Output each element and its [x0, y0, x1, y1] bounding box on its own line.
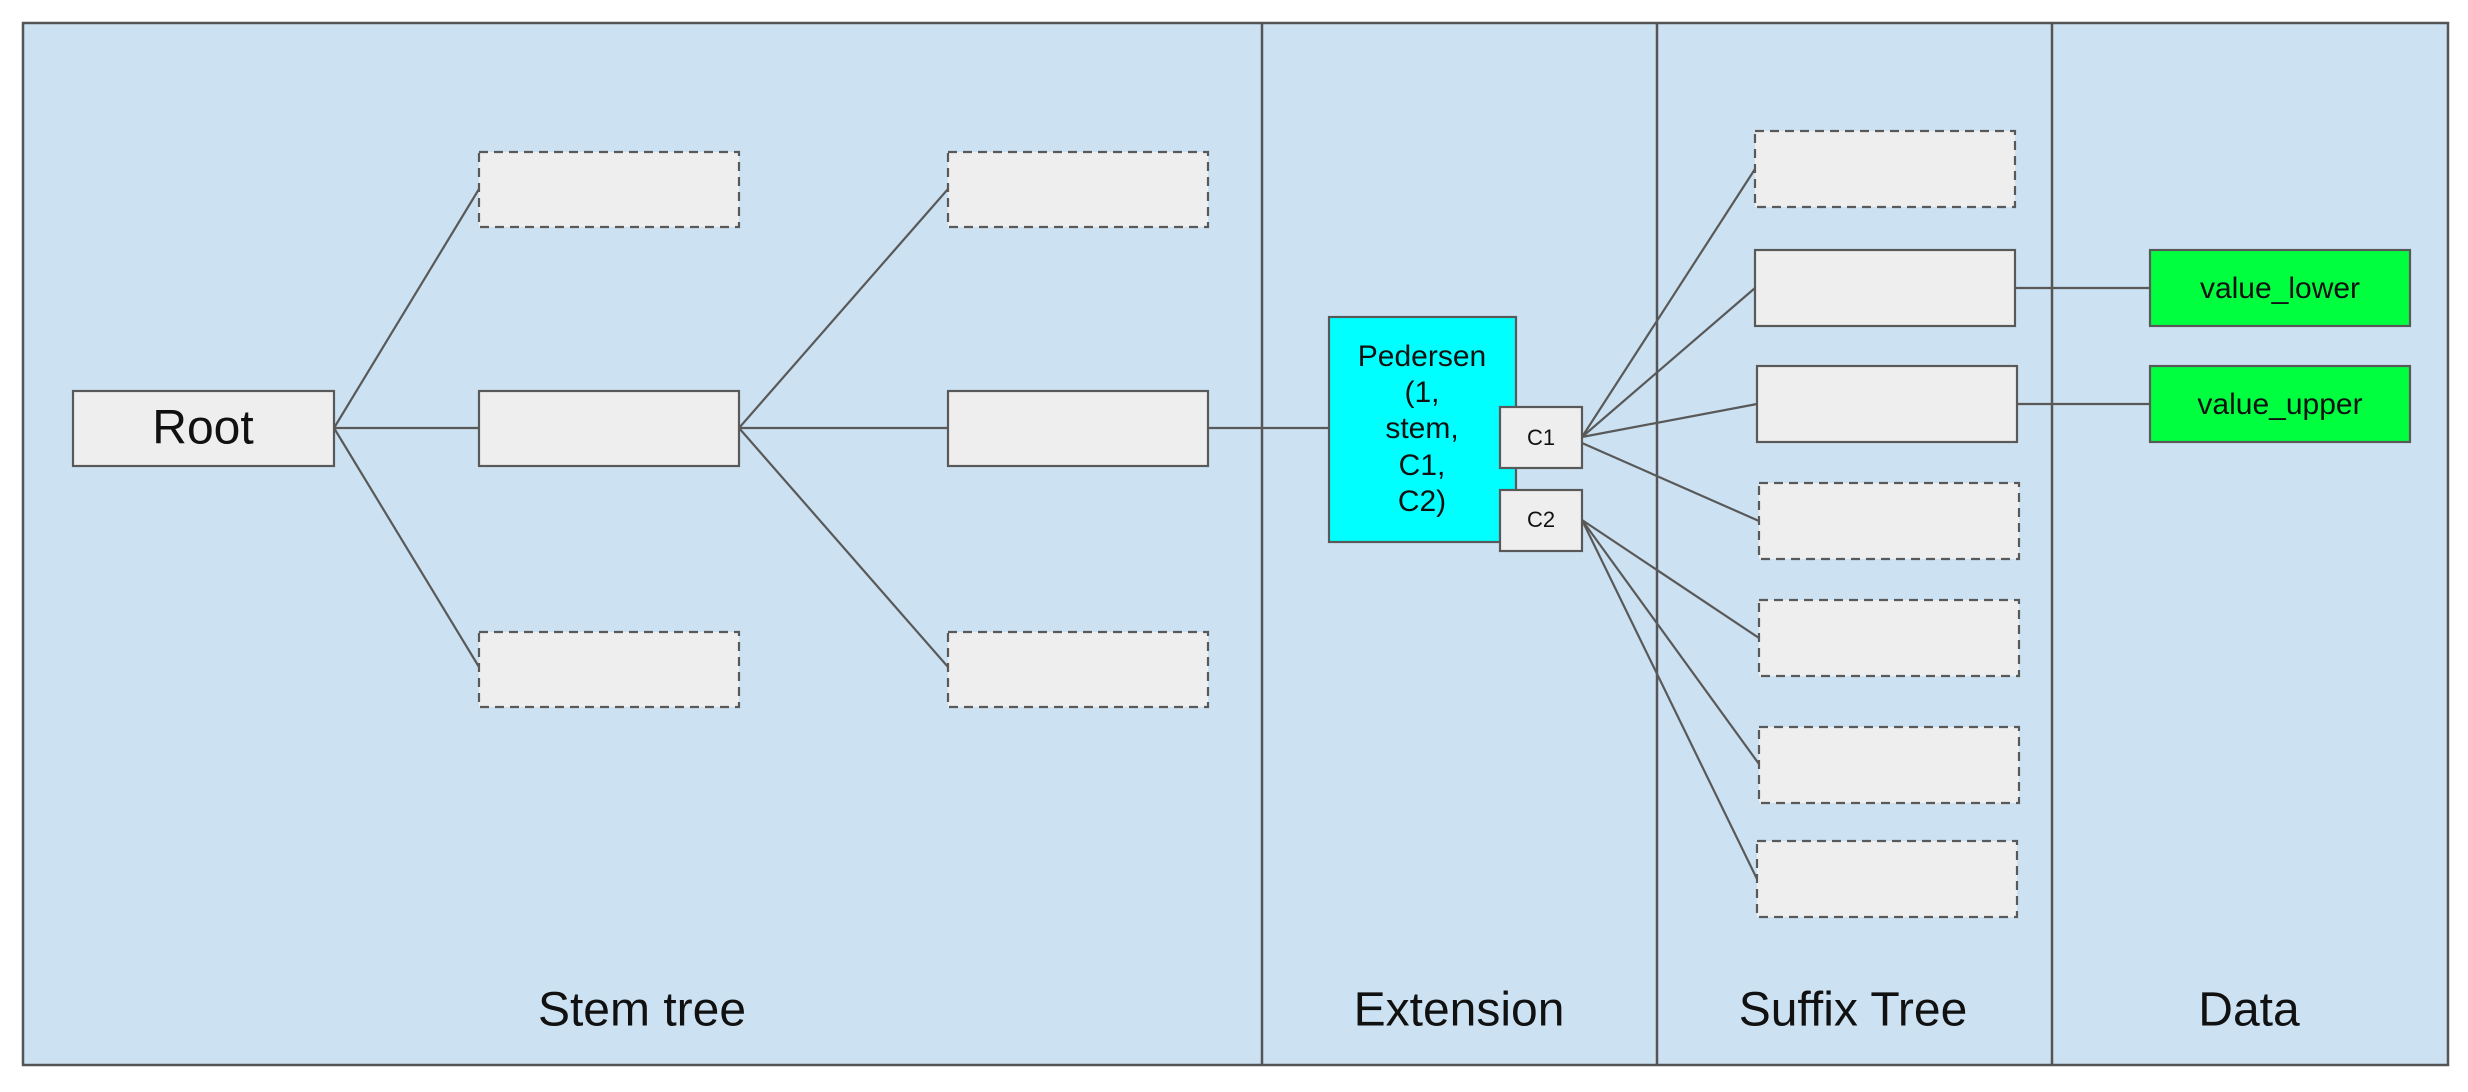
extension-line-2: (1,: [1404, 376, 1439, 409]
root-node-box: [71, 389, 336, 468]
commitment-c1-label: C1: [1527, 425, 1555, 450]
commitment-c2: C2: [1498, 488, 1584, 553]
data-node-lower: value_lower: [2148, 248, 2412, 328]
extension-line-1: Pedersen: [1358, 340, 1486, 373]
edge-l1-top: [738, 188, 949, 429]
stem-node-l2-middle: [946, 389, 1210, 468]
edge-root-top: [333, 188, 480, 429]
commitment-c1-box: [1498, 405, 1584, 470]
edge-c1-suffix-4: [1581, 441, 1760, 523]
suffix-node-2: [1753, 248, 2017, 328]
suffix-node-1: [1753, 129, 2017, 209]
suffix-tree-edges: [1581, 168, 1760, 880]
extension-line-3: stem,: [1385, 412, 1458, 445]
stem-node-l1-middle: [477, 389, 741, 468]
data-node-upper: value_upper: [2148, 364, 2412, 444]
edge-root-bottom: [333, 427, 480, 668]
edge-c2-suffix-5: [1581, 519, 1760, 639]
data-node-lower-label: value_lower: [2200, 272, 2360, 305]
data-node-upper-label: value_upper: [2197, 388, 2362, 421]
stem-node-l1-bottom: [477, 630, 741, 709]
edge-c1-suffix-3: [1581, 402, 1758, 439]
commitment-c2-box: [1498, 488, 1584, 553]
stem-node-l1-top: [477, 150, 741, 229]
suffix-node-3: [1755, 364, 2019, 444]
edge-c1-suffix-1: [1581, 168, 1756, 438]
diagram-panel: [21, 21, 2450, 1067]
data-node-upper-box: [2148, 364, 2412, 444]
extension-line-4: C1,: [1399, 449, 1446, 482]
stem-node-l2-top: [946, 150, 1210, 229]
suffix-node-6: [1757, 725, 2021, 805]
section-title-extension: Extension: [1354, 984, 1565, 1037]
commitment-c2-label: C2: [1527, 507, 1555, 532]
data-node-lower-box: [2148, 248, 2412, 328]
commitment-c1: C1: [1498, 405, 1584, 470]
extension-node-box: [1327, 315, 1518, 544]
extension-line-5: C2): [1398, 485, 1446, 518]
section-title-stem-tree: Stem tree: [538, 984, 746, 1037]
section-title-data: Data: [2198, 984, 2300, 1037]
root-label: Root: [152, 402, 253, 455]
edge-l1-bottom: [738, 427, 949, 668]
section-title-suffix-tree: Suffix Tree: [1739, 984, 1968, 1037]
suffix-node-4: [1757, 481, 2021, 561]
edge-c2-suffix-6: [1581, 519, 1760, 765]
suffix-node-5: [1757, 598, 2021, 678]
extension-node: Pedersen (1, stem, C1, C2): [1327, 315, 1518, 544]
edge-c2-suffix-7: [1581, 519, 1758, 880]
suffix-node-7: [1755, 839, 2019, 919]
data-edges: [2015, 286, 2150, 406]
root-node: Root: [71, 389, 336, 468]
stem-node-l2-bottom: [946, 630, 1210, 709]
edge-c1-suffix-2: [1581, 287, 1756, 438]
stem-tree-edges: [333, 188, 1329, 668]
